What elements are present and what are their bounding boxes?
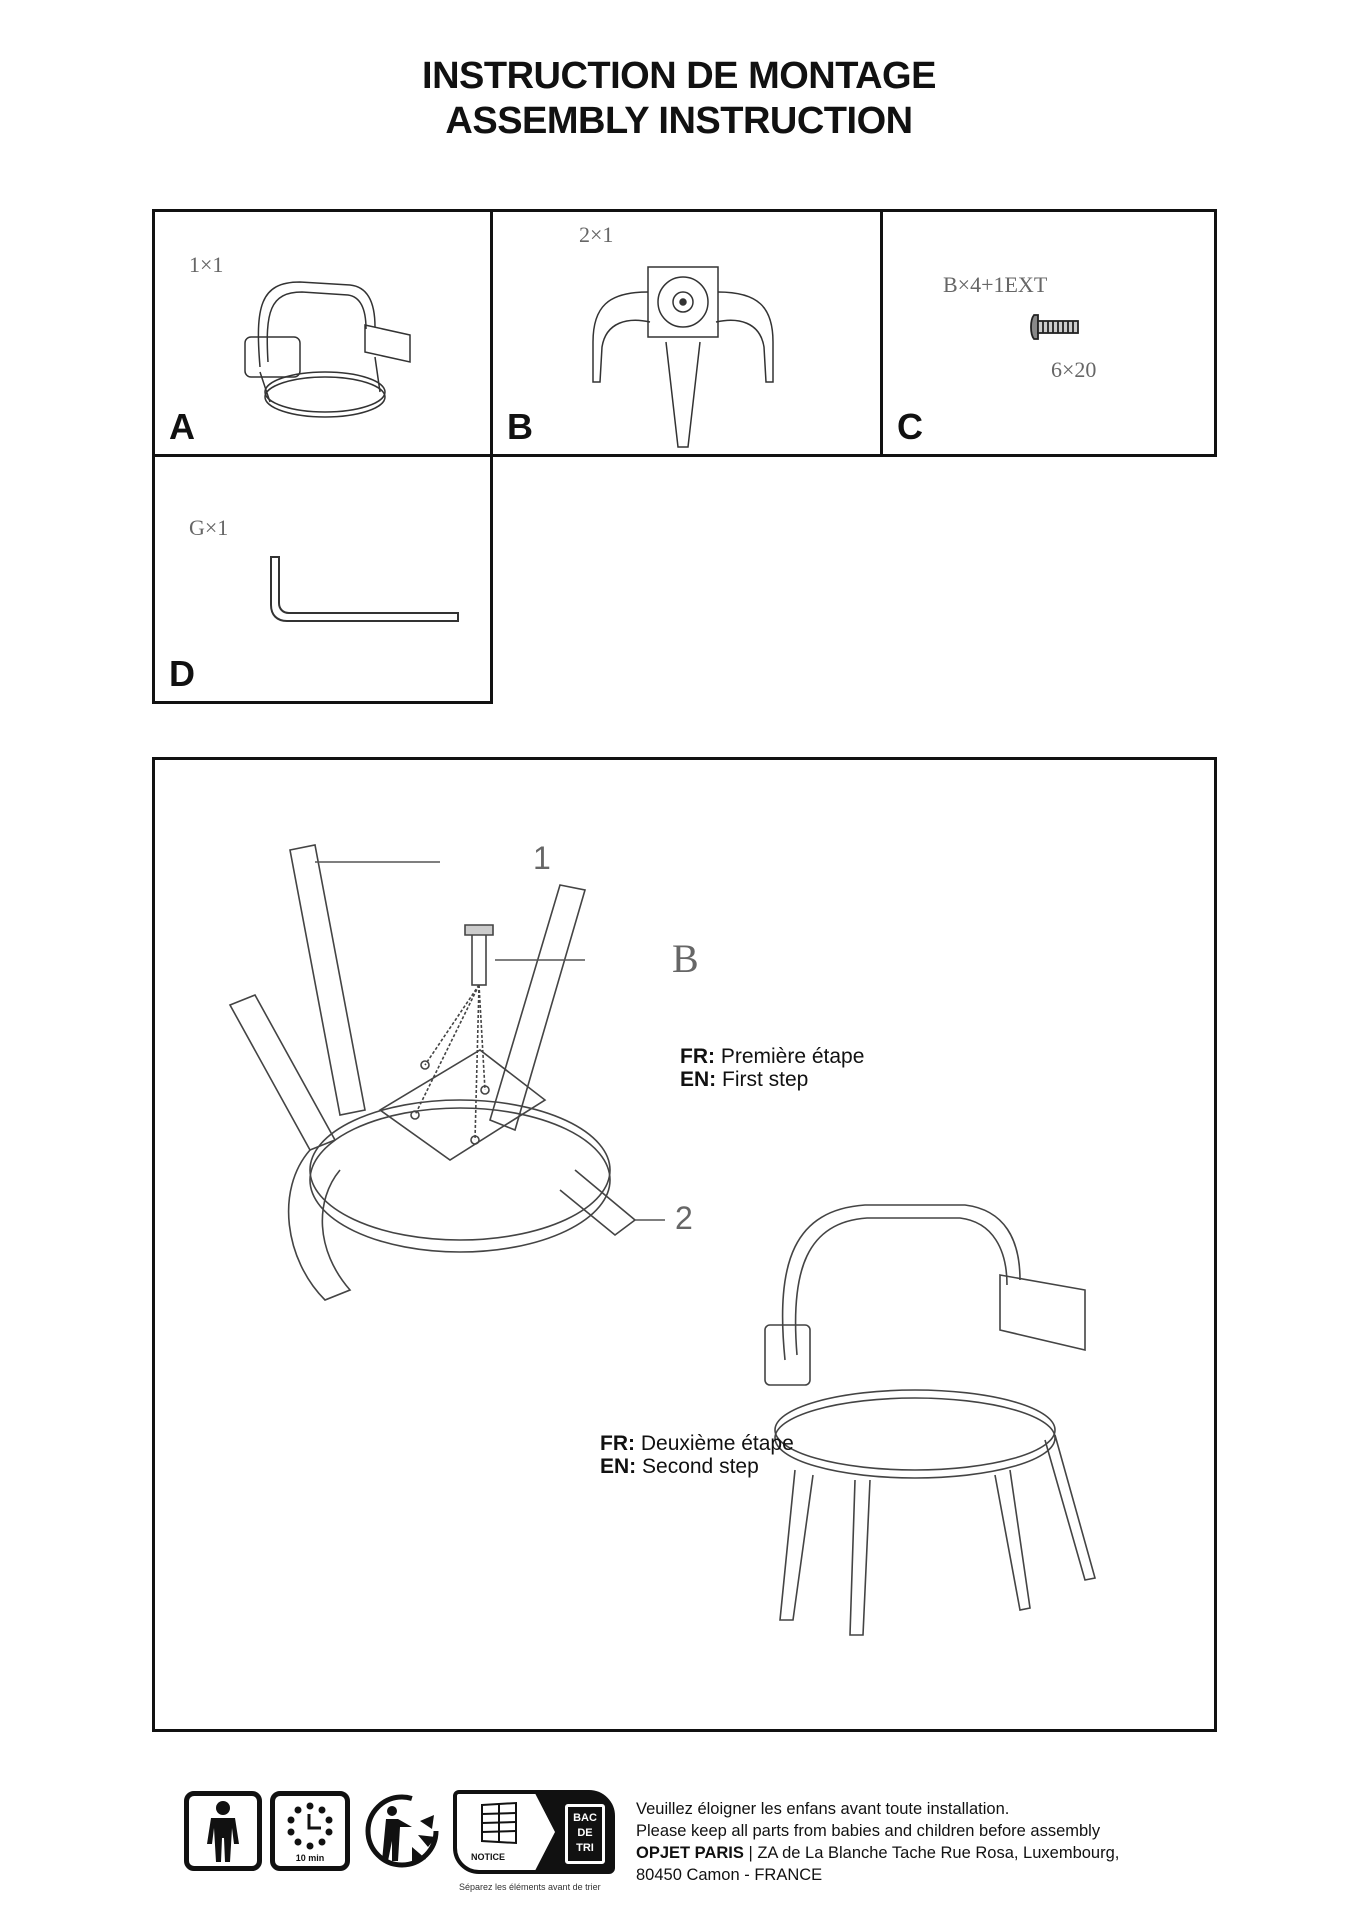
- address-line-1: | ZA de La Blanche Tache Rue Rosa, Luxem…: [743, 1844, 1120, 1862]
- title-en: ASSEMBLY INSTRUCTION: [445, 100, 913, 142]
- sorting-bin-icon: BAC DE TRI: [565, 1804, 605, 1864]
- callout-1: 1: [533, 840, 551, 876]
- part-box-a: 1×1 A: [152, 209, 493, 457]
- part-b-quantity: 2×1: [579, 222, 614, 247]
- title-fr: INSTRUCTION DE MONTAGE: [422, 55, 936, 97]
- part-c-quantity: B×4+1EXT: [943, 272, 1048, 297]
- company-name: OPJET PARIS: [636, 1844, 744, 1862]
- bin-label-1: BAC: [573, 1812, 597, 1824]
- part-a-quantity: 1×1: [189, 252, 224, 277]
- assembly-steps-box: 1 B 2 FR: Première étape EN: First step …: [152, 757, 1217, 1732]
- part-d-letter: D: [169, 653, 195, 694]
- notice-paper-icon: [481, 1801, 517, 1845]
- warning-en: Please keep all parts from babies and ch…: [636, 1822, 1101, 1840]
- step1-en-text: First step: [722, 1068, 809, 1091]
- swivel-base-legs-icon: [592, 266, 774, 448]
- step2-drawing: [764, 1204, 1097, 1636]
- part-d-quantity: G×1: [189, 515, 229, 540]
- time-label: 10 min: [295, 1853, 325, 1863]
- sort-caption: Séparez les éléments avant de trier: [459, 1882, 601, 1892]
- step1-drawing: [228, 844, 665, 1301]
- part-b-letter: B: [507, 406, 533, 447]
- screw-icon: [1030, 314, 1079, 340]
- chair-seat-icon: [244, 281, 411, 418]
- part-box-d: G×1 D: [152, 454, 493, 704]
- step1-label: FR: Première étape EN: First step: [680, 1045, 864, 1091]
- part-c-size: 6×20: [1051, 357, 1097, 382]
- step2-en-prefix: EN:: [600, 1455, 637, 1478]
- triman-recycle-icon: [365, 1794, 439, 1868]
- person-icon: [184, 1791, 262, 1871]
- allen-key-icon: [270, 556, 459, 622]
- step2-label: FR: Deuxième étape EN: Second step: [600, 1432, 794, 1478]
- part-box-c: B×4+1EXT 6×20 C: [880, 209, 1217, 457]
- warning-fr: Veuillez éloigner les enfans avant toute…: [636, 1800, 1010, 1818]
- step2-fr-text: Deuxième étape: [640, 1432, 794, 1455]
- step1-en-prefix: EN:: [680, 1068, 717, 1091]
- notice-label: NOTICE: [471, 1852, 506, 1862]
- bin-label-2: DE: [577, 1827, 593, 1839]
- notice-sort-badge: NOTICE BAC DE TRI: [453, 1790, 615, 1874]
- callout-2: 2: [675, 1200, 693, 1236]
- part-box-b: 2×1 B: [490, 209, 883, 457]
- step2-en-text: Second step: [642, 1455, 759, 1478]
- footer-text: Veuillez éloigner les enfans avant toute…: [636, 1798, 1119, 1886]
- time-10min-icon: 10 min: [270, 1791, 350, 1871]
- bin-label-3: TRI: [576, 1842, 594, 1854]
- part-c-letter: C: [897, 406, 923, 447]
- part-a-letter: A: [169, 406, 195, 447]
- step1-fr-prefix: FR:: [680, 1045, 715, 1068]
- callout-b: B: [672, 936, 699, 981]
- step1-fr-text: Première étape: [720, 1045, 865, 1068]
- address-line-2: 80450 Camon - FRANCE: [636, 1866, 823, 1884]
- step2-fr-prefix: FR:: [600, 1432, 635, 1455]
